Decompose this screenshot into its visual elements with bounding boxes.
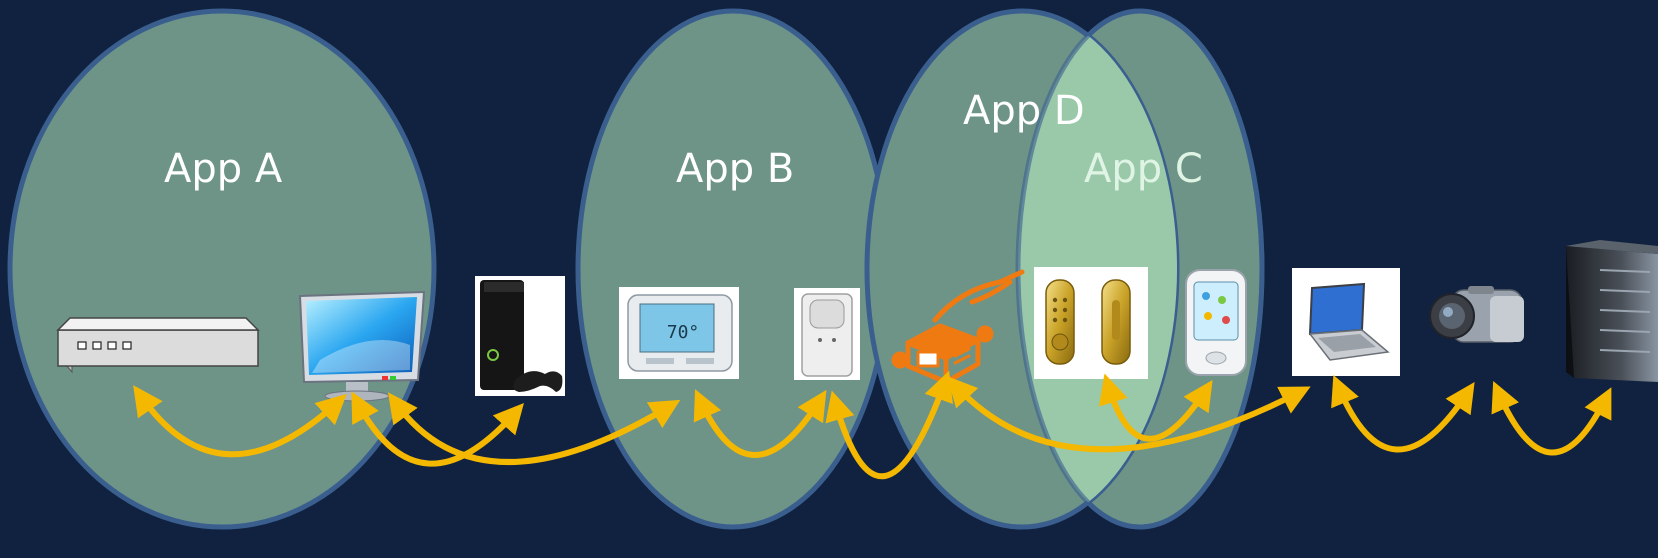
svg-text:70°: 70°	[667, 322, 700, 343]
thermostat-icon: 70°	[619, 287, 739, 379]
server-tower-icon	[1566, 240, 1658, 382]
network-router-icon	[56, 317, 260, 374]
motion-sensor-icon	[794, 288, 860, 380]
app-d-label: App D	[963, 88, 1085, 134]
link-laptop-camera	[1331, 374, 1475, 453]
link-lock-phone	[1098, 373, 1213, 442]
laptop-icon	[1292, 268, 1400, 376]
link-hub-laptop	[946, 376, 1311, 453]
iot-hub-icon	[891, 269, 1025, 385]
app-a-label: App A	[164, 146, 283, 192]
connection-arrows	[133, 370, 1612, 480]
door-lock-icon	[1034, 267, 1148, 379]
app-b-label: App B	[676, 146, 795, 192]
camcorder-icon	[1429, 286, 1524, 343]
app-c-ellipse-outline	[1015, 8, 1265, 530]
app-a-ellipse	[7, 8, 437, 530]
link-thermostat-motion	[693, 389, 827, 458]
app-c-label: App C	[1084, 146, 1203, 192]
smartphone-icon	[1185, 269, 1247, 376]
link-monitor-thermostat	[387, 392, 681, 465]
link-monitor-console	[351, 391, 524, 467]
game-console-icon	[475, 276, 565, 396]
link-motion-hub	[825, 370, 953, 480]
link-router-monitor	[133, 385, 347, 458]
link-camera-server	[1491, 381, 1612, 456]
